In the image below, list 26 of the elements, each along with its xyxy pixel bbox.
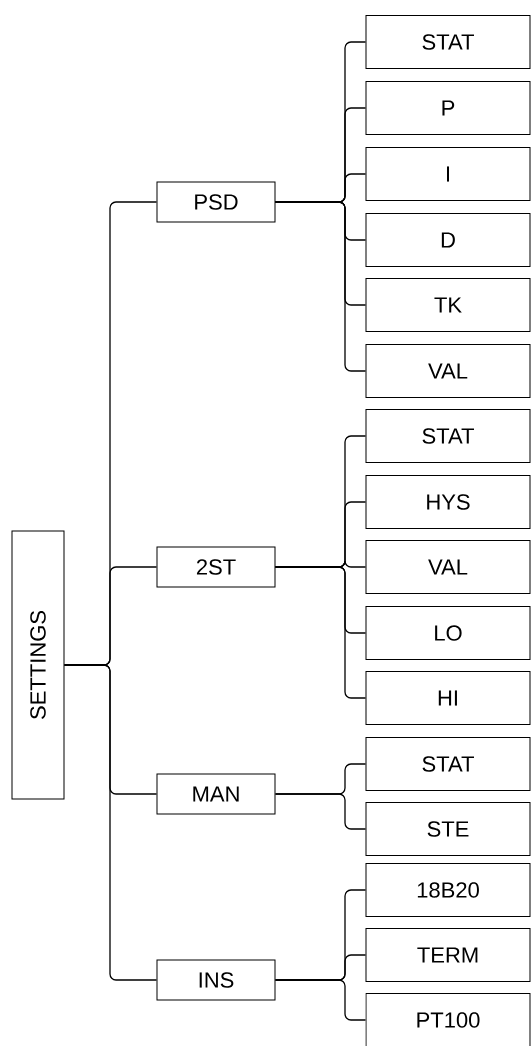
parameter-box: HYS <box>365 475 531 529</box>
parameter-box: 18B20 <box>365 863 531 917</box>
parameter-box: STE <box>365 802 531 856</box>
parameter-box: TERM <box>365 928 531 982</box>
connector-line <box>274 793 367 830</box>
category-box: INS <box>156 959 276 1001</box>
connector-line <box>274 979 367 1021</box>
connector-line <box>274 201 367 372</box>
parameter-box: TK <box>365 278 531 332</box>
parameter-box: STAT <box>365 737 531 791</box>
parameter-box: STAT <box>365 15 531 69</box>
parameter-box: I <box>365 147 531 201</box>
parameter-box: VAL <box>365 540 531 594</box>
parameter-box: STAT <box>365 409 531 463</box>
parameter-box: D <box>365 213 531 267</box>
category-box: PSD <box>156 181 276 223</box>
root-box: SETTINGS <box>11 530 65 800</box>
category-box: 2ST <box>156 546 276 588</box>
parameter-box: HI <box>365 671 531 725</box>
connector-line <box>274 566 367 699</box>
parameter-box: VAL <box>365 344 531 398</box>
category-box: MAN <box>156 773 276 815</box>
parameter-box: P <box>365 81 531 135</box>
parameter-box: LO <box>365 606 531 660</box>
parameter-box: PT100 <box>365 993 531 1046</box>
connector-line <box>63 664 158 981</box>
